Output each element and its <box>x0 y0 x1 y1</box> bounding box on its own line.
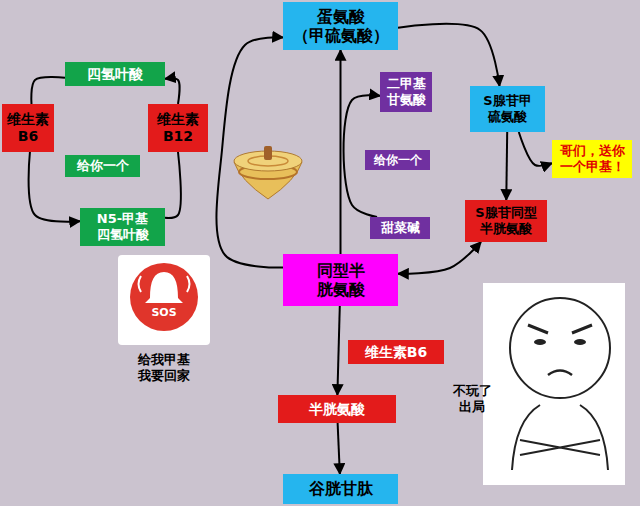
pathway-arrow <box>165 152 181 218</box>
node-text: 哥们，送你 一个甲基！ <box>560 143 625 174</box>
node-text: 甜菜碱 <box>381 220 420 236</box>
brows <box>528 325 592 333</box>
product-box: 蛋氨酸 （甲硫氨酸） <box>283 2 398 50</box>
vitamin-box: 维生素 B6 <box>2 104 54 152</box>
metabolite-box: 甜菜碱 <box>370 217 430 239</box>
pathway-arrow <box>31 77 65 104</box>
cofactor-box: N5-甲基 四氢叶酸 <box>80 208 165 246</box>
node-text: 四氢叶酸 <box>87 66 143 83</box>
vitamin-box: 维生素B6 <box>348 340 444 364</box>
callout-box: 哥们，送你 一个甲基！ <box>552 140 632 178</box>
spinning-top <box>234 146 302 199</box>
note-text: 不玩了 出局 <box>453 383 492 414</box>
node-text: 二甲基 甘氨酸 <box>387 76 426 107</box>
vitamin-box: 维生素 B12 <box>148 104 208 152</box>
node-text: N5-甲基 四氢叶酸 <box>97 211 149 242</box>
cofactor-box: 四氢叶酸 <box>65 62 165 86</box>
icon-text: SOS <box>151 306 176 319</box>
pathway-arrow <box>216 37 283 267</box>
node-text: 维生素 B12 <box>157 111 199 145</box>
central-box: 同型半 胱氨酸 <box>283 254 398 306</box>
metabolite-box: 半胱氨酸 <box>278 395 396 423</box>
face <box>510 298 610 398</box>
node-text: 维生素 B6 <box>7 111 49 145</box>
note-box: 给你一个 <box>365 150 430 170</box>
node-text: S腺苷甲 硫氨酸 <box>483 93 531 124</box>
note-text: 给我甲基 我要回家 <box>138 352 190 383</box>
pathway-arrow <box>337 306 339 395</box>
meme-panel <box>483 283 625 485</box>
sos-icon <box>118 255 210 345</box>
node-text: 同型半 胱氨酸 <box>317 261 365 299</box>
icon-disc <box>130 263 198 331</box>
meme-face <box>483 283 625 485</box>
mouth <box>548 371 572 376</box>
node-text: 给你一个 <box>374 153 422 167</box>
node-text: 维生素B6 <box>365 344 427 361</box>
eye <box>574 339 586 345</box>
crossed-arms <box>512 405 608 470</box>
metabolite-box: S腺苷同型 半胱氨酸 <box>465 200 547 242</box>
pathway-arrow <box>165 78 180 104</box>
pathway-arrow <box>505 132 508 200</box>
pathway-arrow <box>398 242 481 274</box>
bell <box>145 272 183 303</box>
pathway-arrow <box>519 132 552 166</box>
pathway-arrow <box>340 50 342 254</box>
eye <box>534 339 546 345</box>
top-knob <box>264 146 272 160</box>
product-box: 谷胱甘肽 <box>283 474 398 504</box>
node-text: S腺苷同型 半胱氨酸 <box>475 205 536 236</box>
note-box: 给你一个 <box>65 155 140 177</box>
node-text: 半胱氨酸 <box>309 401 365 418</box>
icon-frame <box>118 255 210 345</box>
pathway-arrow <box>338 423 340 474</box>
bell-waves <box>139 276 190 292</box>
node-text: 谷胱甘肽 <box>309 479 373 498</box>
metabolite-box: 二甲基 甘氨酸 <box>380 72 432 112</box>
node-text: 蛋氨酸 （甲硫氨酸） <box>293 7 389 45</box>
metabolite-box: S腺苷甲 硫氨酸 <box>470 86 545 132</box>
node-text: 给你一个 <box>77 158 129 174</box>
